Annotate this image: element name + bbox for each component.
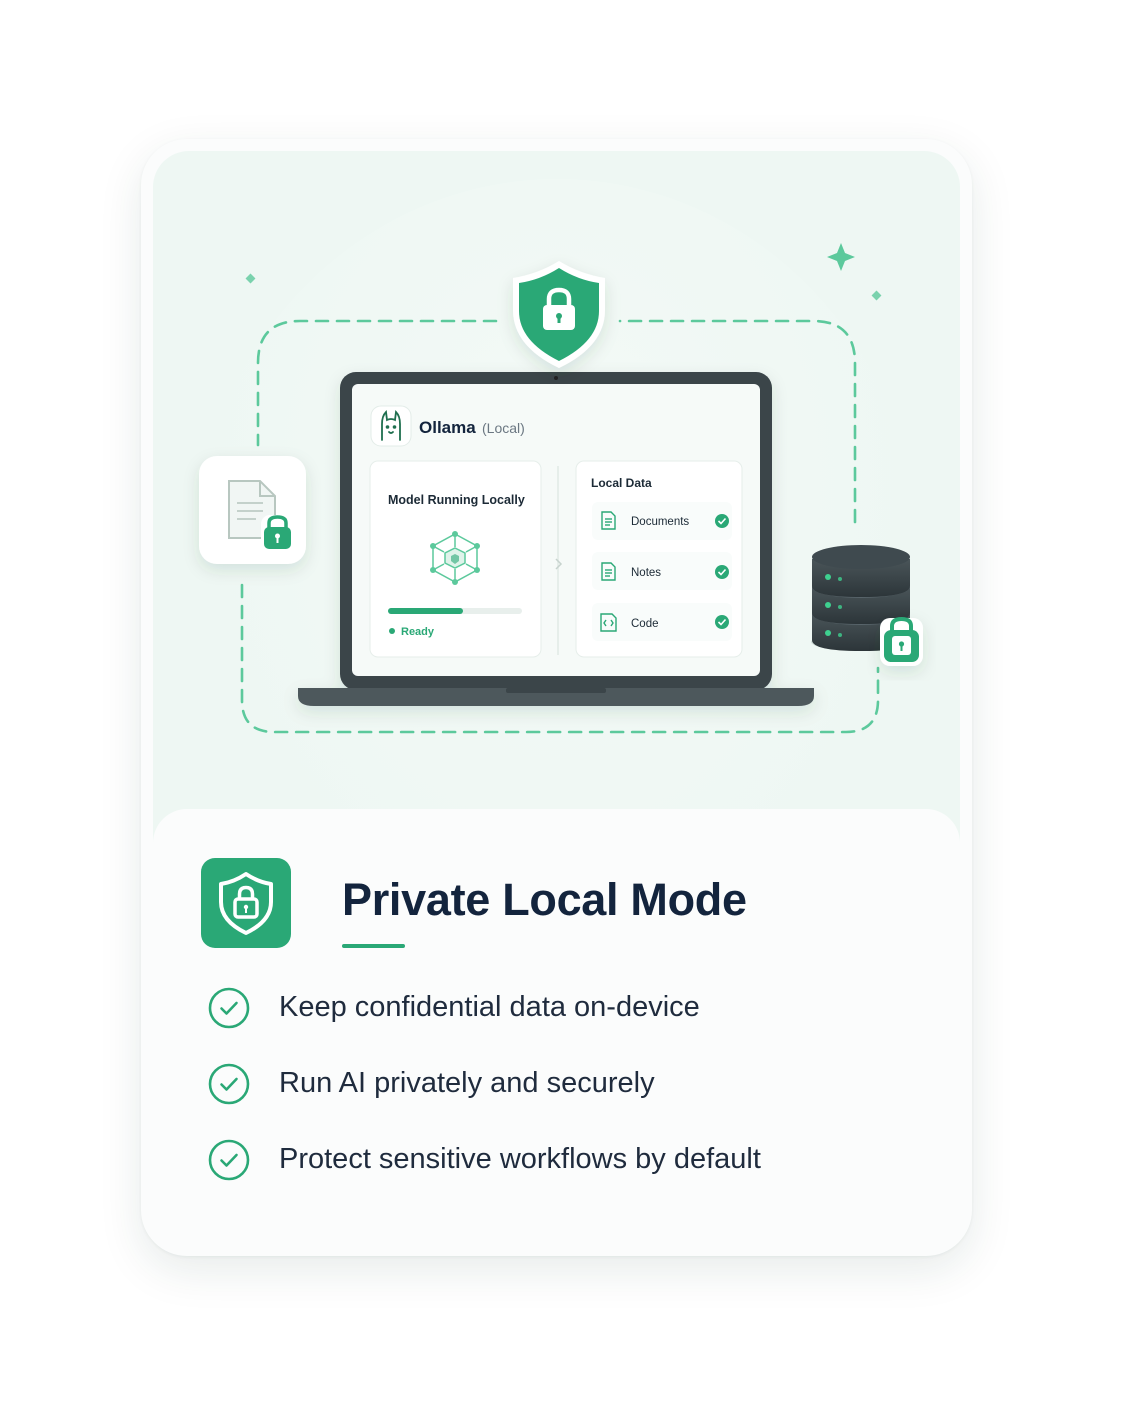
check-circle-icon <box>208 1139 250 1181</box>
local-data-item-label: Notes <box>631 567 661 579</box>
sparkle-icon <box>827 243 855 271</box>
title-underline <box>342 944 405 948</box>
feature-item: Keep confidential data on-device <box>208 987 928 1029</box>
feature-text: Keep confidential data on-device <box>279 991 700 1023</box>
shield-lock-badge <box>201 858 291 948</box>
feature-item: Run AI privately and securely <box>208 1063 928 1105</box>
check-circle-icon <box>208 987 250 1029</box>
check-circle-icon <box>208 1063 250 1105</box>
check-circle-icon <box>715 514 729 528</box>
check-circle-icon <box>715 565 729 579</box>
llama-logo-icon <box>381 410 401 441</box>
secure-boundary-dashed-line <box>240 319 880 734</box>
lock-icon <box>880 616 923 666</box>
document-icon <box>601 511 616 530</box>
notes-icon <box>601 562 616 581</box>
app-name: Ollama <box>419 418 476 437</box>
model-panel-title: Model Running Locally <box>388 493 525 507</box>
local-data-item-notes[interactable]: Notes <box>592 552 732 590</box>
model-status: Ready <box>401 626 435 638</box>
local-data-item-code[interactable]: Code <box>592 603 732 641</box>
local-data-item-label: Documents <box>631 516 689 528</box>
model-panel: Model Running Locally Ready <box>369 460 542 658</box>
status-dot <box>389 628 395 634</box>
page-title: Private Local Mode <box>342 874 747 925</box>
local-data-title: Local Data <box>591 476 652 490</box>
local-data-panel: Local Data Documents Notes <box>575 460 743 658</box>
sparkle-dot <box>871 290 882 301</box>
local-data-item-documents[interactable]: Documents <box>592 502 732 540</box>
check-circle-icon <box>715 615 729 629</box>
feature-item: Protect sensitive workflows by default <box>208 1139 928 1181</box>
shield-lock-icon <box>513 261 605 368</box>
model-progress-fill <box>388 608 463 614</box>
code-file-icon <box>600 613 617 632</box>
feature-text: Run AI privately and securely <box>279 1067 655 1099</box>
feature-text: Protect sensitive workflows by default <box>279 1143 761 1175</box>
app-tag: (Local) <box>482 420 525 436</box>
shield-icon <box>219 872 273 935</box>
sparkle-dot <box>245 273 256 284</box>
locked-document-icon <box>199 456 306 564</box>
local-data-item-label: Code <box>631 618 659 630</box>
chevron-right-icon <box>555 558 563 570</box>
app-header: Ollama (Local) <box>370 405 525 447</box>
